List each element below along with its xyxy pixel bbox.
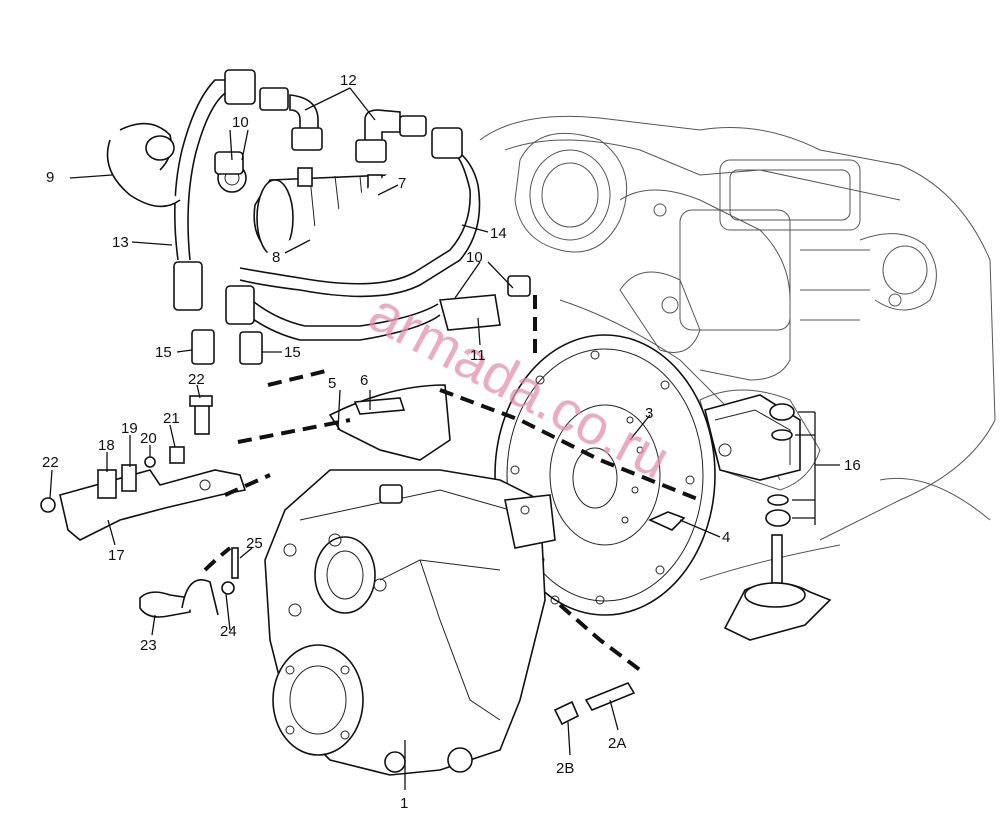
callout-23: 23 — [140, 637, 157, 654]
callout-11: 11 — [470, 347, 486, 364]
callout-25: 25 — [246, 535, 263, 552]
callout-8: 8 — [272, 249, 280, 266]
callout-22-left: 22 — [42, 454, 59, 471]
callout-7: 7 — [398, 175, 406, 192]
engine-mount — [553, 403, 832, 726]
callout-24: 24 — [220, 623, 237, 640]
callout-17: 17 — [108, 547, 125, 564]
flywheel — [494, 334, 716, 616]
callout-16: 16 — [844, 457, 861, 474]
callout-15-left: 15 — [155, 344, 172, 361]
gearshift-bracket — [40, 384, 686, 618]
callout-5: 5 — [328, 375, 336, 392]
callout-4: 4 — [722, 529, 730, 546]
hoses — [106, 69, 531, 365]
callout-10-right: 10 — [466, 249, 483, 266]
callout-13: 13 — [112, 234, 129, 251]
callout-labels: 1 2A 2B 3 4 5 6 7 8 9 10 10 11 12 13 14 … — [42, 72, 861, 812]
callout-3: 3 — [645, 405, 653, 422]
callout-21: 21 — [163, 410, 180, 427]
leader-lines — [49, 87, 840, 790]
callout-6: 6 — [360, 372, 368, 389]
callout-19: 19 — [121, 420, 138, 437]
callout-14: 14 — [490, 225, 507, 242]
callout-12: 12 — [340, 72, 357, 89]
callout-15-right: 15 — [284, 344, 301, 361]
callout-2b: 2B — [556, 760, 574, 777]
callout-9: 9 — [46, 169, 54, 186]
callout-22-top: 22 — [188, 371, 205, 388]
assembly-lines — [203, 295, 701, 672]
callout-20: 20 — [140, 430, 157, 447]
callout-10-top: 10 — [232, 114, 249, 131]
gearbox-housing — [264, 469, 560, 776]
callout-1: 1 — [400, 795, 408, 812]
callout-2a: 2A — [608, 735, 626, 752]
callout-18: 18 — [98, 437, 115, 454]
